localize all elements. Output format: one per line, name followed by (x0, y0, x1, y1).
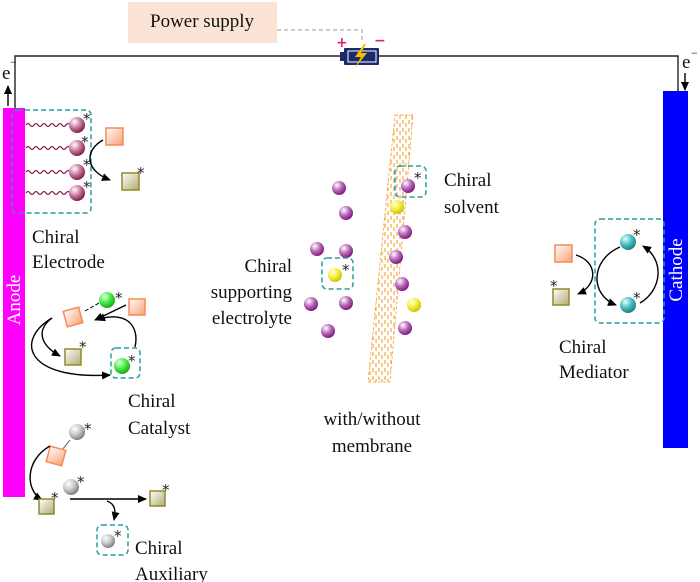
label-text: Chiral (245, 256, 293, 277)
power-supply-connector (277, 29, 363, 40)
substrate-square (105, 127, 124, 146)
label-text: Chiral (32, 227, 80, 248)
power-supply: Power supply (128, 2, 363, 43)
electrode-sphere (69, 185, 85, 201)
supporting-electrolyte-sphere (328, 268, 342, 282)
catalyst-sphere (99, 292, 115, 308)
label-text: − (691, 46, 698, 60)
label-text: * (81, 133, 89, 151)
chiral-electrode-group: * * * * * Chiral Electrode (11, 109, 145, 273)
anode: Anode (3, 108, 25, 497)
solvent-sphere (401, 179, 415, 193)
solvent-label: Chiral solvent (444, 170, 500, 218)
label-text: Auxiliary (135, 564, 208, 582)
label-text: solvent (444, 197, 500, 218)
label-text: * (550, 277, 558, 295)
label-text: e (2, 63, 10, 84)
label-text: membrane (332, 436, 412, 457)
label-text: * (77, 473, 85, 491)
chiral-auxiliary-group: * * * * * Chiral Auxiliary (29, 420, 208, 582)
label-text: * (633, 226, 641, 244)
power-supply-label: Power supply (150, 11, 254, 32)
label-text: * (414, 169, 422, 187)
positive-terminal: + (336, 35, 348, 51)
chiral-catalyst-group: * * * Chiral Catalyst (30, 289, 191, 439)
membrane (367, 114, 414, 383)
label-text: * (79, 338, 87, 356)
label-text: − (10, 55, 17, 69)
label-text: Electrode (32, 252, 105, 273)
electrode-sphere (69, 140, 85, 156)
product-square (121, 172, 140, 191)
product-square (552, 288, 570, 306)
negative-terminal: − (374, 33, 386, 49)
label-text: with/without (323, 409, 421, 430)
electrode-sphere (69, 117, 85, 133)
anode-label: Anode (4, 275, 25, 326)
catalyst-sphere (114, 358, 130, 374)
label-text: * (633, 289, 641, 307)
label-text: * (162, 481, 170, 499)
label-text: * (83, 156, 91, 174)
membrane-label: with/without membrane (323, 409, 421, 457)
power-supply-box (128, 2, 277, 43)
label-text: Chiral (559, 337, 607, 358)
chiral-mediator-group: * * * Chiral Mediator (550, 218, 665, 383)
mediator-sphere (620, 234, 636, 250)
label-text: Catalyst (128, 418, 191, 439)
electrode-sphere (69, 164, 85, 180)
label-text: Chiral (128, 391, 176, 412)
solution-species: * * (304, 165, 427, 338)
label-text: * (128, 352, 136, 370)
tether-chains (25, 122, 71, 196)
auxiliary-sphere (63, 479, 79, 495)
label-text: * (115, 289, 123, 307)
label-text: * (83, 178, 91, 196)
label-text: * (137, 164, 145, 182)
mediator-sphere (620, 297, 636, 313)
label-text: * (51, 489, 59, 507)
label-text: * (114, 527, 122, 545)
label-text: * (342, 261, 350, 279)
product-square (149, 490, 166, 507)
cathode-label: Cathode (666, 238, 687, 301)
label-text: electrolyte (212, 308, 292, 329)
label-text: Chiral (444, 170, 492, 191)
substrate-square (128, 298, 146, 316)
product-square (38, 498, 55, 515)
supporting-electrolyte-label: Chiral supporting electrolyte (211, 256, 293, 329)
label-text: Chiral (135, 538, 183, 559)
substrate-square (554, 244, 573, 263)
cathode: Cathode (663, 91, 688, 448)
label-text: * (83, 110, 91, 128)
electron-flow-left: e − (2, 55, 17, 106)
label-text: e (682, 52, 690, 73)
label-text: supporting (211, 282, 293, 303)
battery-icon: + − (336, 33, 386, 69)
product-square (64, 348, 82, 366)
electron-flow-right: e − (681, 46, 698, 91)
auxiliary-sphere (69, 424, 85, 440)
substrate-square (62, 306, 84, 328)
label-text: Mediator (559, 362, 629, 383)
substrate-square (45, 445, 67, 467)
auxiliary-sphere (101, 534, 115, 548)
label-text: * (84, 420, 92, 438)
